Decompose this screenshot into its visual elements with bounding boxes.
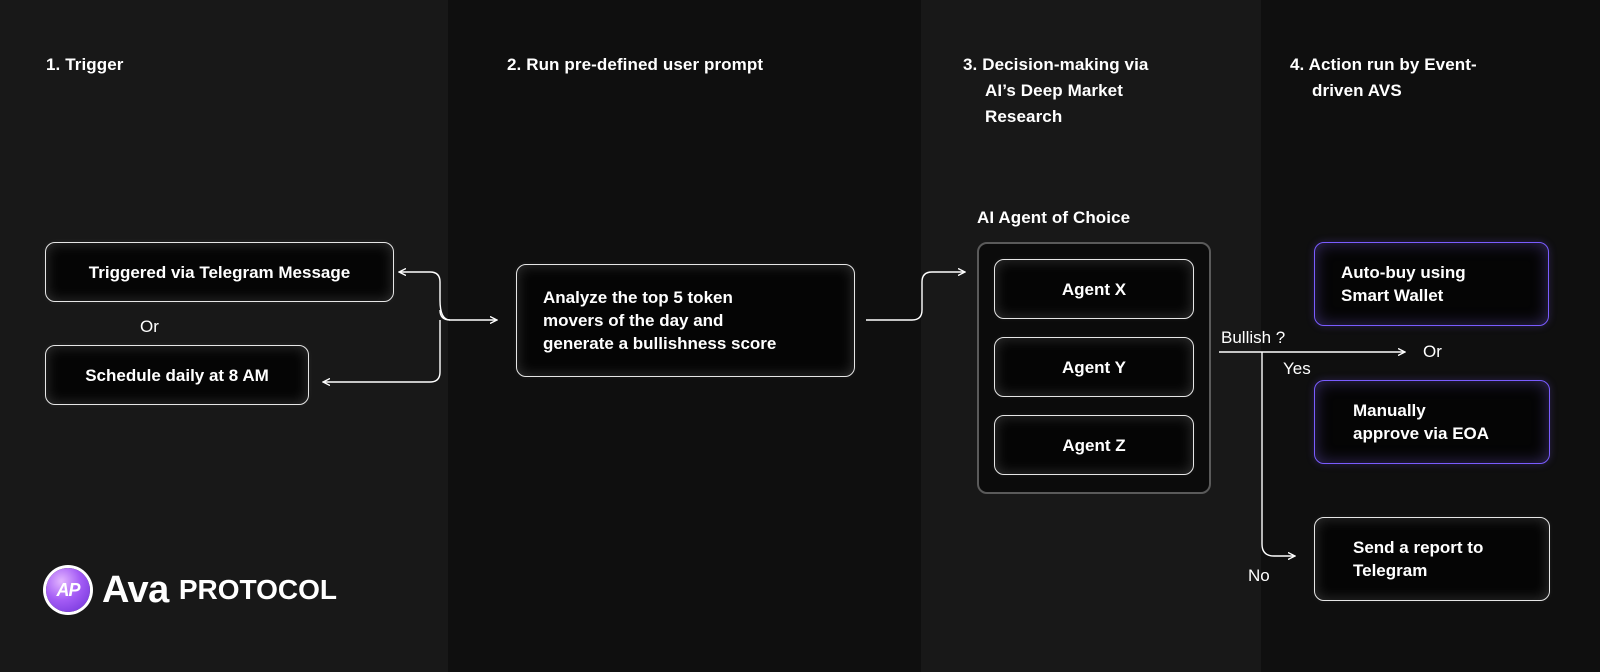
- action-report-text: Send a report to Telegram: [1353, 536, 1483, 582]
- connector-bullish-no: [1261, 352, 1294, 556]
- connector-to-prompt: [439, 309, 496, 320]
- prompt-line: movers of the day and: [543, 311, 724, 330]
- heading-decision-line: AI’s Deep Market: [985, 81, 1123, 100]
- connector-schedule: [324, 320, 441, 382]
- heading-decision: 3. Decision-making via AI’s Deep Market …: [963, 52, 1149, 130]
- agents-title: AI Agent of Choice: [977, 208, 1131, 227]
- decision-question: Bullish ?: [1221, 328, 1286, 347]
- connector-join: [439, 299, 451, 321]
- heading-decision-line: Research: [985, 107, 1063, 126]
- ava-mark-text: AP: [56, 579, 80, 600]
- trigger-telegram-label: Triggered via Telegram Message: [88, 262, 351, 282]
- heading-action-line: driven AVS: [1312, 81, 1402, 100]
- trigger-telegram-box[interactable]: Triggered via Telegram Message: [45, 242, 394, 302]
- decision-yes-label: Yes: [1283, 359, 1311, 378]
- decision-no-label: No: [1248, 566, 1270, 585]
- action-manual-line: Manually: [1353, 401, 1426, 420]
- ava-protocol-logo: AP Ava PROTOCOL: [46, 568, 337, 612]
- heading-action: 4. Action run by Event- driven AVS: [1290, 52, 1477, 104]
- action-auto-buy-box[interactable]: Auto-buy using Smart Wallet: [1314, 242, 1549, 326]
- decision-or-label: Or: [1423, 342, 1442, 361]
- agent-z-label: Agent Z: [1062, 435, 1126, 455]
- agent-y-box[interactable]: Agent Y: [994, 337, 1194, 397]
- action-manual-box[interactable]: Manually approve via EOA: [1314, 380, 1550, 464]
- brand-name: Ava: [102, 568, 169, 611]
- heading-trigger: 1. Trigger: [46, 55, 124, 74]
- action-auto-buy-line: Smart Wallet: [1341, 286, 1444, 305]
- brand-suffix: PROTOCOL: [178, 574, 337, 605]
- column-trigger: [0, 0, 448, 672]
- trigger-schedule-box[interactable]: Schedule daily at 8 AM: [45, 345, 309, 405]
- action-report-line: Send a report to: [1353, 538, 1484, 557]
- prompt-line: Analyze the top 5 token: [543, 288, 733, 307]
- ava-mark-icon: AP: [46, 568, 90, 612]
- agent-y-label: Agent Y: [1062, 357, 1126, 377]
- action-report-box[interactable]: Send a report to Telegram: [1314, 517, 1550, 601]
- heading-decision-line: 3. Decision-making via: [963, 55, 1149, 74]
- heading-prompt: 2. Run pre-defined user prompt: [507, 55, 764, 74]
- agent-x-box[interactable]: Agent X: [994, 259, 1194, 319]
- connector-telegram: [400, 272, 441, 300]
- prompt-box[interactable]: Analyze the top 5 token movers of the da…: [516, 264, 855, 377]
- agent-x-label: Agent X: [1061, 279, 1127, 299]
- prompt-text: Analyze the top 5 token movers of the da…: [543, 286, 776, 355]
- heading-action-line: 4. Action run by Event-: [1290, 55, 1477, 74]
- action-manual-text: Manually approve via EOA: [1353, 399, 1489, 445]
- action-auto-buy-text: Auto-buy using Smart Wallet: [1341, 261, 1466, 307]
- trigger-or-label: Or: [140, 317, 159, 336]
- action-report-line: Telegram: [1353, 561, 1428, 580]
- action-manual-line: approve via EOA: [1353, 424, 1490, 443]
- connector-prompt-agents: [866, 272, 964, 321]
- agent-z-box[interactable]: Agent Z: [994, 415, 1194, 475]
- prompt-line: generate a bullishness score: [543, 334, 777, 353]
- action-auto-buy-line: Auto-buy using: [1341, 263, 1466, 282]
- trigger-schedule-label: Schedule daily at 8 AM: [85, 365, 269, 385]
